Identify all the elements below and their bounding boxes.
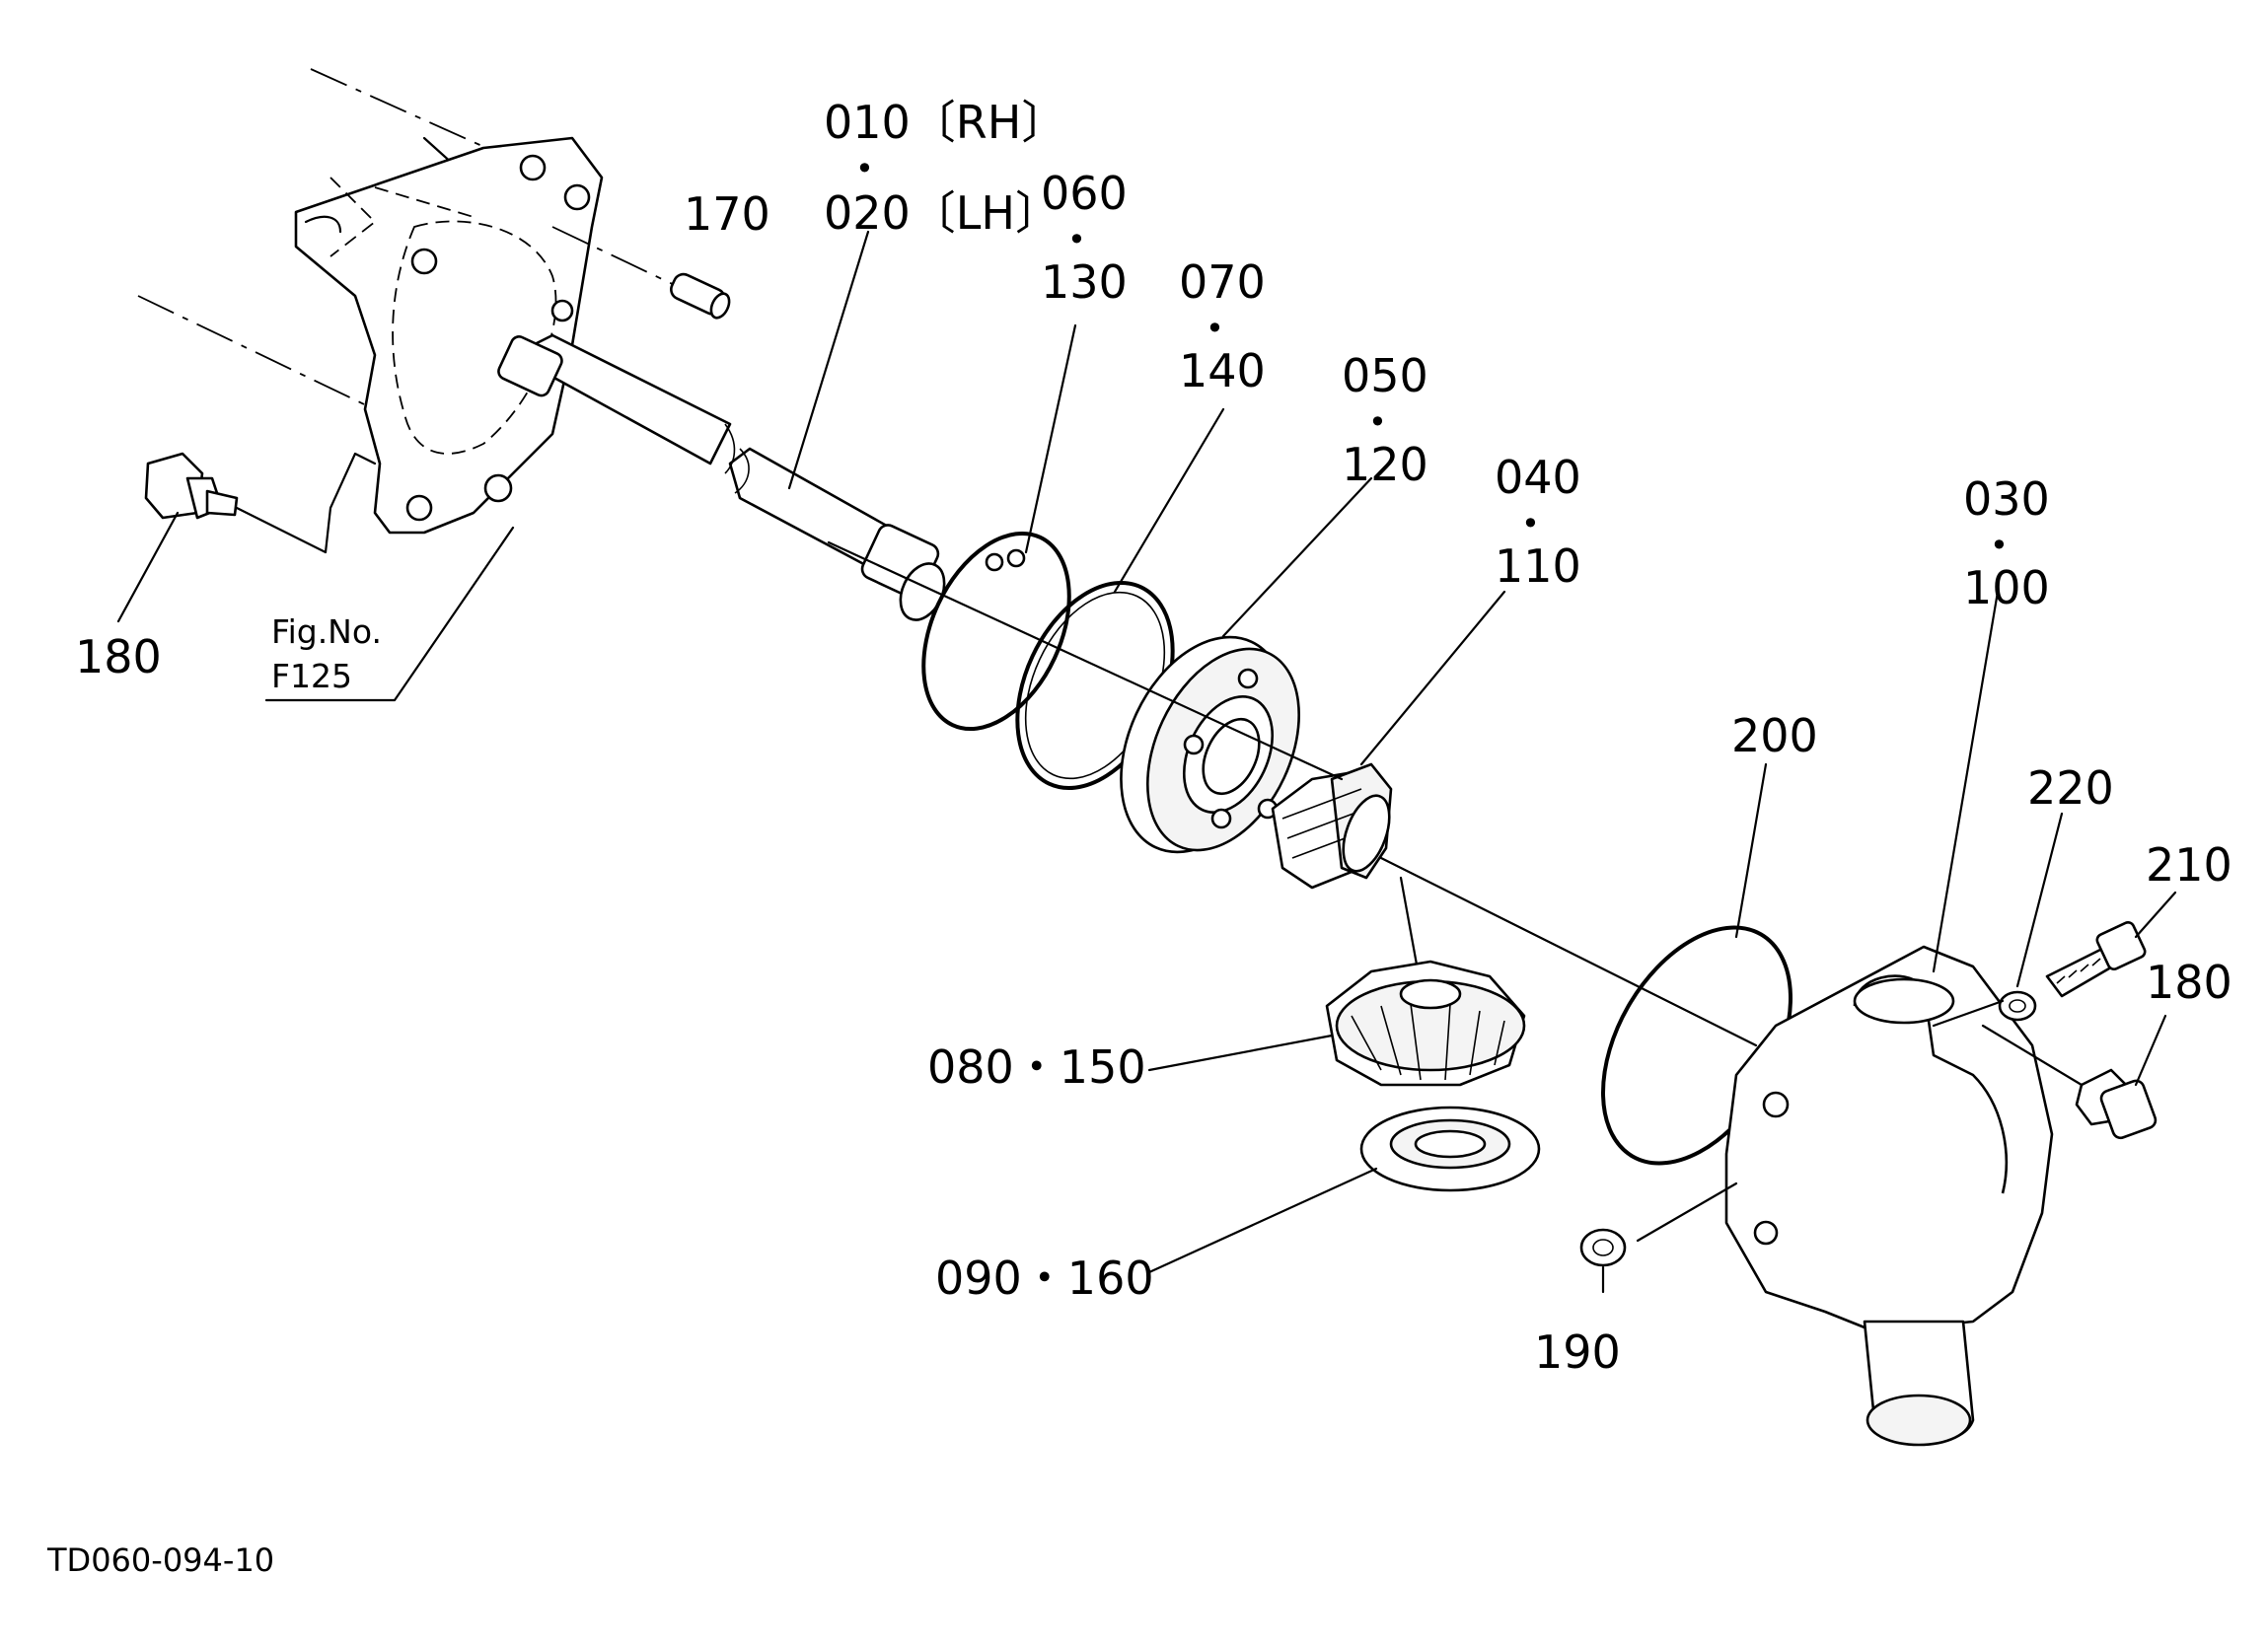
label-dot-070: • <box>1206 310 1224 347</box>
label-210: 210 <box>2146 838 2232 892</box>
label-dot-030: • <box>1990 527 2009 564</box>
label-190: 190 <box>1534 1325 1621 1379</box>
ball-bearing-090 <box>1147 1106 1541 1274</box>
label-180-left: 180 <box>75 630 162 683</box>
snap-ring-060 <box>921 323 1077 732</box>
label-dot-040: • <box>1521 505 1540 542</box>
fig-ref-label: F125 <box>271 657 352 695</box>
label-110: 110 <box>1495 539 1581 593</box>
label-030: 030 <box>1963 472 2050 526</box>
label-200: 200 <box>1731 709 1818 762</box>
label-020: 020〔LH〕 <box>824 186 1061 240</box>
label-050: 050 <box>1342 349 1428 402</box>
label-120: 120 <box>1342 438 1428 491</box>
drawing-code: TD060-094-10 <box>46 1541 274 1579</box>
label-070: 070 <box>1179 255 1266 309</box>
label-180-right: 180 <box>2146 956 2232 1009</box>
plug-190 <box>1579 1181 1738 1294</box>
label-040: 040 <box>1495 451 1581 504</box>
label-060: 060 <box>1041 167 1128 220</box>
label-dot-010: • <box>855 150 874 187</box>
axle-shaft <box>497 230 946 621</box>
label-080-150: 080・150 <box>927 1040 1146 1094</box>
label-100: 100 <box>1963 561 2050 614</box>
label-090-160: 090・160 <box>935 1252 1154 1305</box>
label-130: 130 <box>1041 255 1128 309</box>
shaft-axis-line <box>827 540 1344 781</box>
label-220: 220 <box>2027 761 2114 815</box>
label-170: 170 <box>684 187 770 241</box>
bevel-pinion-040 <box>1271 590 1506 890</box>
bolt-210 <box>2045 891 2177 998</box>
label-010: 010〔RH〕 <box>824 96 1066 149</box>
dowel-pin-170 <box>551 226 731 320</box>
label-140: 140 <box>1179 344 1266 397</box>
fig-ref-leader <box>264 526 515 702</box>
label-dot-060: • <box>1067 221 1086 258</box>
axle-housing-flange <box>137 68 604 535</box>
ball-bearing-050 <box>1120 476 1373 854</box>
nut-220 <box>1932 812 2064 1028</box>
fig-no-label: Fig.No. <box>271 612 382 651</box>
plug-bolt-180-left <box>116 452 377 623</box>
plug-bolt-180-right <box>1981 1014 2167 1140</box>
bevel-gear-080 <box>1147 960 1526 1087</box>
housing-axis-line <box>1379 856 1758 1047</box>
label-dot-050: • <box>1368 403 1387 441</box>
gear-case-030 <box>1724 590 2054 1447</box>
